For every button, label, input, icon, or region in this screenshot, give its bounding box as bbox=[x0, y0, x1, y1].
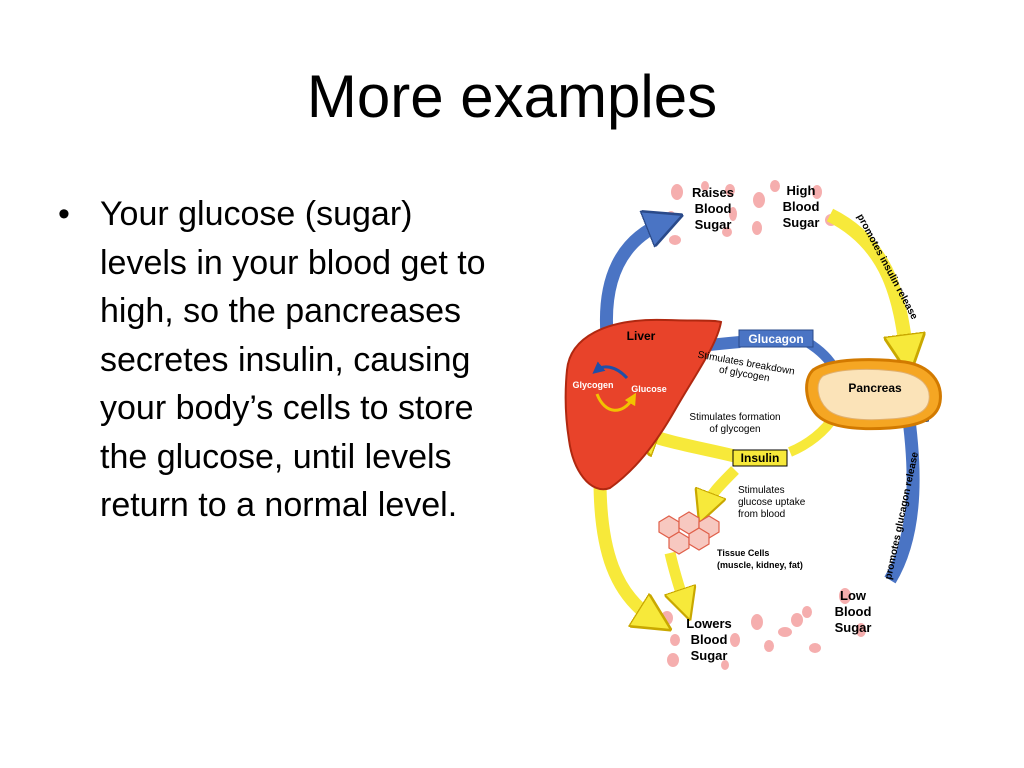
pancreas-inner bbox=[817, 368, 930, 421]
svg-text:Blood: Blood bbox=[691, 632, 728, 647]
svg-text:Low: Low bbox=[840, 588, 867, 603]
glycogen-label: Glycogen bbox=[572, 380, 613, 390]
svg-text:Lowers: Lowers bbox=[686, 616, 732, 631]
svg-text:Stimulates: Stimulates bbox=[738, 485, 785, 496]
stimulates-formation-label: Stimulates formation of glycogen bbox=[689, 412, 780, 435]
liver bbox=[564, 318, 723, 491]
svg-text:Blood: Blood bbox=[783, 199, 820, 214]
high-blood-sugar-label: High Blood Sugar bbox=[783, 183, 820, 230]
svg-text:Raises: Raises bbox=[692, 185, 734, 200]
svg-text:Stimulates formation: Stimulates formation bbox=[689, 412, 780, 423]
svg-text:Blood: Blood bbox=[835, 604, 872, 619]
lowers-blood-sugar-label: Lowers Blood Sugar bbox=[686, 616, 732, 663]
svg-text:glucose uptake: glucose uptake bbox=[738, 497, 806, 508]
slide-title: More examples bbox=[306, 63, 718, 130]
promotes-insulin-release-label: promotes insulin release bbox=[854, 212, 919, 322]
svg-text:from blood: from blood bbox=[738, 509, 785, 520]
liver-label: Liver bbox=[627, 329, 656, 343]
svg-text:High: High bbox=[787, 183, 816, 198]
tissue-cells-label: Tissue Cells (muscle, kidney, fat) bbox=[717, 548, 803, 570]
arrow-cells-to-lowers bbox=[670, 551, 685, 605]
arrow-liver-lowers bbox=[593, 479, 655, 620]
pancreas-label: Pancreas bbox=[848, 381, 902, 395]
arrow-liver-raises bbox=[599, 222, 665, 336]
blood-sugar-diagram: Liver Glycogen Glucose Pancreas Glucagon… bbox=[564, 180, 942, 670]
svg-text:Sugar: Sugar bbox=[695, 217, 732, 232]
insulin-box bbox=[732, 449, 788, 467]
blood-cells-bottom bbox=[661, 588, 866, 670]
svg-text:Tissue Cells: Tissue Cells bbox=[717, 548, 769, 558]
svg-text:Sugar: Sugar bbox=[835, 620, 872, 635]
insulin-label: Insulin bbox=[741, 451, 780, 465]
stimulates-uptake-label: Stimulates glucose uptake from blood bbox=[738, 485, 806, 520]
bullet-item: Your glucose (sugar) levels in your bloo… bbox=[58, 190, 498, 530]
bullet-list: Your glucose (sugar) levels in your bloo… bbox=[58, 190, 498, 530]
glucose-label: Glucose bbox=[631, 384, 667, 394]
svg-text:Blood: Blood bbox=[695, 201, 732, 216]
svg-text:of glycogen: of glycogen bbox=[709, 424, 760, 435]
arrow-promotes-insulin bbox=[826, 208, 907, 355]
stimulates-breakdown-label: Stimulates breakdown of glycogen bbox=[697, 350, 796, 385]
glucagon-box bbox=[738, 329, 814, 348]
low-blood-sugar-label: Low Blood Sugar bbox=[835, 588, 872, 635]
svg-text:Sugar: Sugar bbox=[691, 648, 728, 663]
raises-blood-sugar-label: Raises Blood Sugar bbox=[692, 185, 734, 232]
glycogen-to-glucose-arrow bbox=[595, 392, 637, 412]
glucagon-label: Glucagon bbox=[748, 332, 803, 346]
svg-text:(muscle, kidney, fat): (muscle, kidney, fat) bbox=[717, 560, 803, 570]
tissue-cells-icon bbox=[658, 511, 720, 555]
arrow-insulin-to-cells bbox=[705, 466, 739, 508]
svg-text:Sugar: Sugar bbox=[783, 215, 820, 230]
glucose-to-glycogen-arrow bbox=[592, 361, 629, 380]
